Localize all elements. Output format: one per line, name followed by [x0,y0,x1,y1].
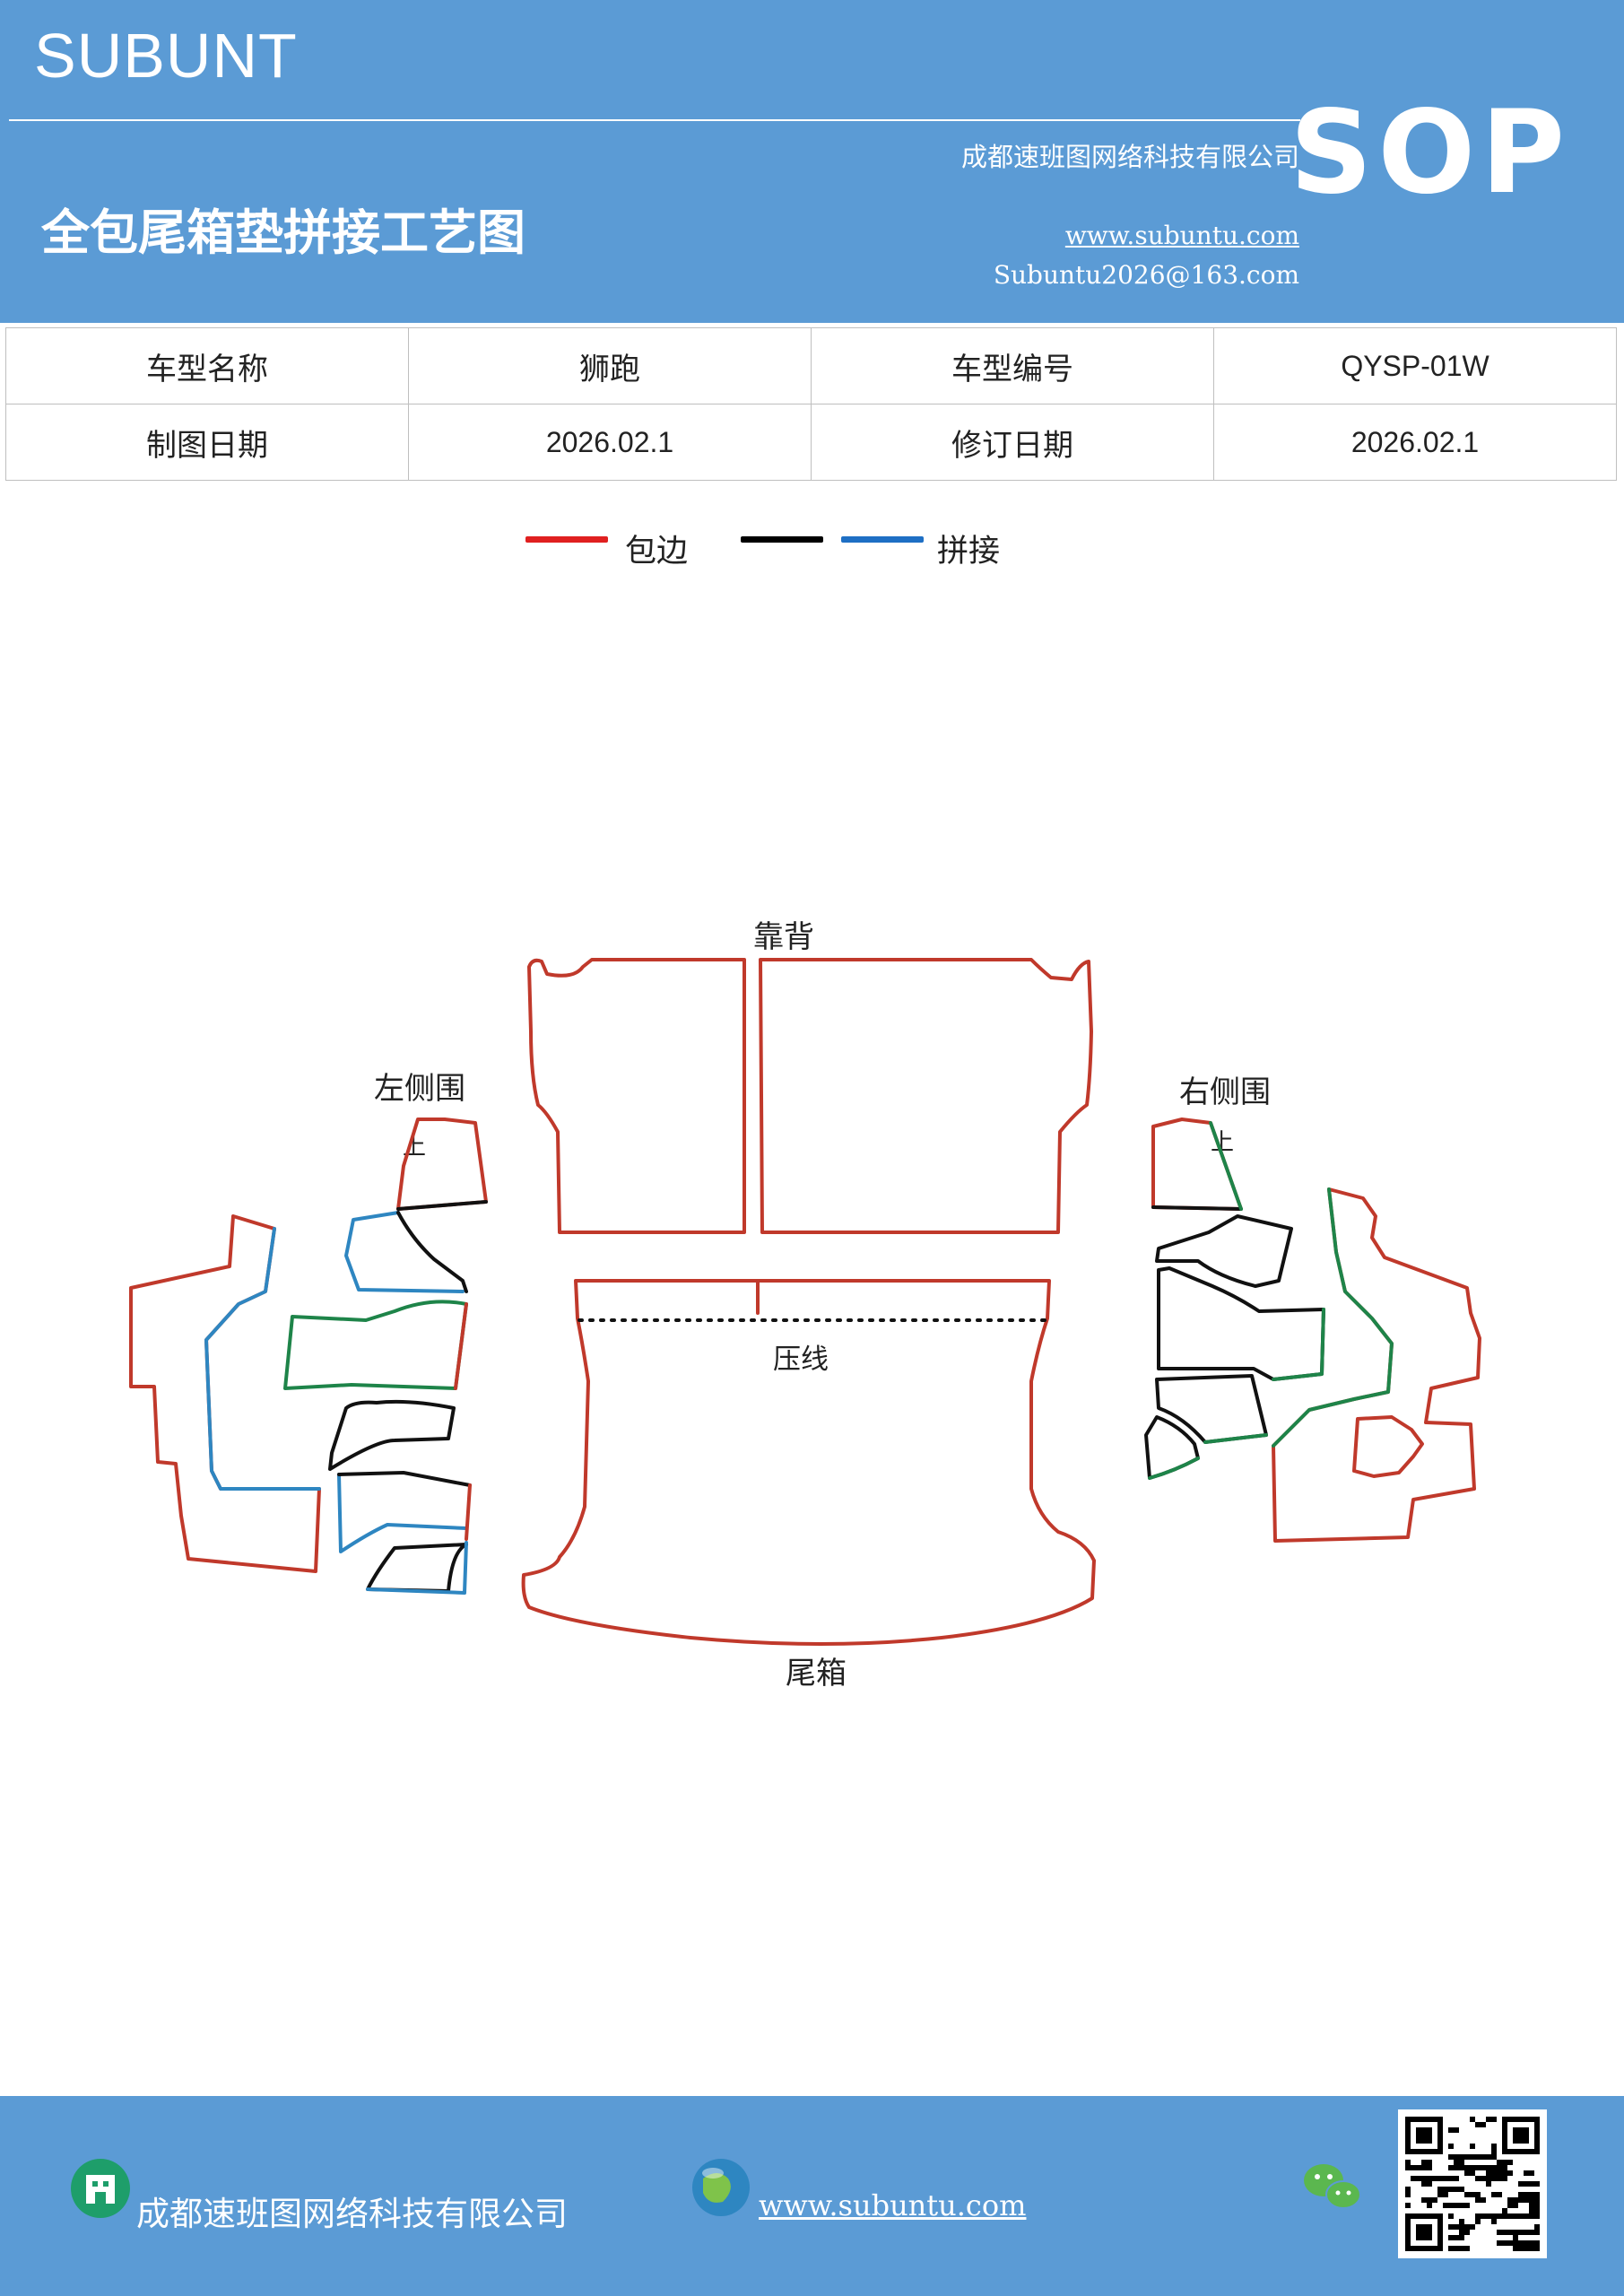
backrest-right-panel [759,958,1093,1234]
right-piece-4 [1155,1374,1268,1444]
left-side-outer [129,1214,321,1573]
left-piece-6-blue [366,1541,468,1595]
table-cell: 修订日期 [811,404,1214,481]
right-top-seam [1151,1205,1243,1211]
right-piece-3 [1157,1266,1325,1381]
left-top-seam [396,1200,488,1211]
table-row: 车型名称 狮跑 车型编号 QYSP-01W [5,327,1617,404]
right-piece-4-green [1203,1433,1268,1444]
header-divider [9,119,1300,121]
vehicle-info-table: 车型名称 狮跑 车型编号 QYSP-01W 制图日期 2026.02.1 修订日… [5,327,1617,481]
right-top-piece [1151,1118,1243,1211]
footer-banner: 成都速班图网络科技有限公司 www.subuntu.com [0,2096,1624,2296]
left-piece-2-blue [344,1211,465,1293]
table-cell: 车型编号 [811,327,1214,404]
table-cell: QYSP-01W [1213,327,1617,404]
left-side-seam-blue [204,1227,321,1491]
globe-icon [692,2159,750,2216]
footer-website-link[interactable]: www.subuntu.com [759,2188,1027,2222]
label-press-line: 压线 [773,1344,829,1376]
left-piece-4 [328,1399,456,1471]
legend-swatch-red [525,536,608,543]
legend-swatch-blue [841,536,924,543]
qr-code [1398,2109,1547,2258]
left-piece-3-edge [454,1302,468,1390]
right-side-seam-green [1272,1187,1394,1448]
table-cell: 狮跑 [408,327,812,404]
table-cell: 制图日期 [5,404,409,481]
footer-company-name: 成都速班图网络科技有限公司 [136,2195,568,2233]
legend: 包边 拼接 [0,511,1624,583]
label-backrest: 靠背 [753,919,814,955]
document-title: 全包尾箱垫拼接工艺图 [41,204,525,261]
backrest-left-panel [527,958,746,1234]
footer-icons [71,2159,1361,2218]
legend-label-edge: 包边 [625,534,689,570]
wechat-icon [1304,2164,1361,2209]
left-piece-5-blue [337,1473,468,1553]
legend-label-splice: 拼接 [937,534,1001,570]
right-side-outer [1272,1187,1481,1543]
email-address: Subuntu2026@163.com [993,260,1299,290]
table-cell: 车型名称 [5,327,409,404]
left-piece-2-black [396,1211,468,1293]
legend-swatch-black [741,536,823,543]
header-banner: SUBUNT 成都速班图网络科技有限公司 SOP 全包尾箱垫拼接工艺图 www.… [0,0,1624,323]
label-trunk: 尾箱 [786,1656,847,1692]
right-piece-3-green [1272,1308,1325,1381]
left-top-piece [396,1118,488,1211]
table-cell: 2026.02.1 [1213,404,1617,481]
brand-name: SUBUNT [34,21,298,91]
right-top-seam-green [1209,1121,1243,1211]
website-link[interactable]: www.subuntu.com [1064,221,1299,250]
company-name: 成都速班图网络科技有限公司 [960,142,1299,172]
label-left-side: 左侧围 [374,1071,465,1107]
table-cell: 2026.02.1 [408,404,812,481]
right-inner-pocket [1352,1415,1424,1478]
right-piece-2 [1155,1214,1293,1288]
left-piece-3-green [283,1300,468,1390]
right-piece-5-green [1148,1457,1200,1480]
trunk-floor-panel [521,1279,1096,1646]
label-right-side: 右侧围 [1179,1074,1271,1110]
sop-badge: SOP [1290,86,1570,220]
qr-code-image [1405,2117,1540,2251]
left-piece-5-edge [465,1483,472,1541]
building-icon [71,2159,130,2218]
left-piece-6-black [366,1543,468,1593]
left-piece-5-black [337,1471,472,1487]
table-row: 制图日期 2026.02.1 修订日期 2026.02.1 [5,404,1617,481]
